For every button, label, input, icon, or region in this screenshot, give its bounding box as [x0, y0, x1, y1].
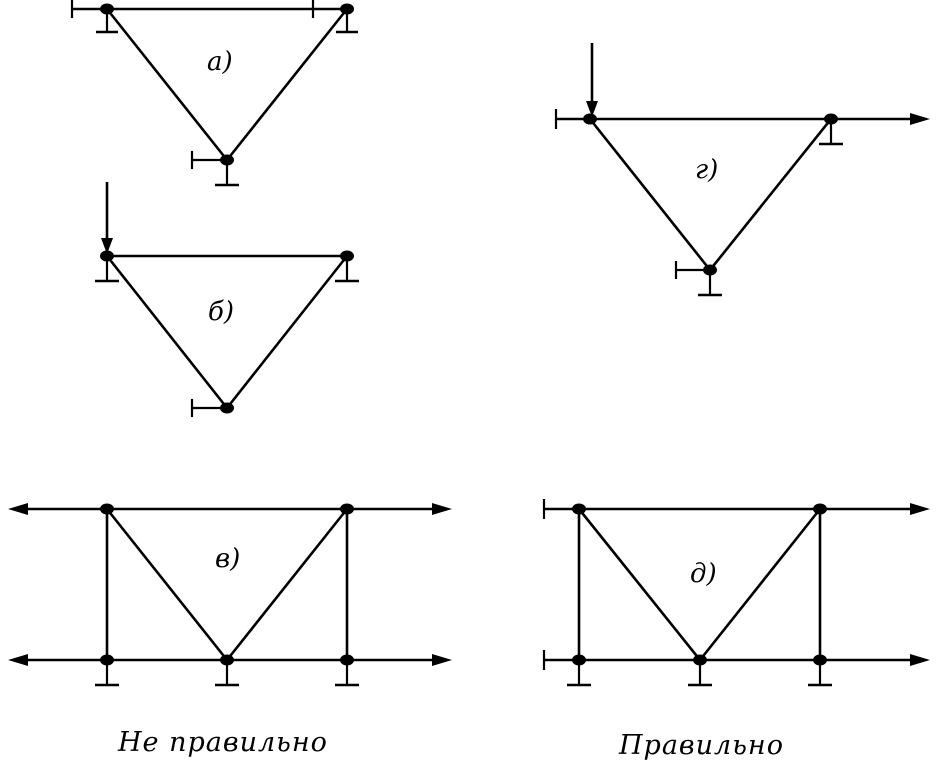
figure-d-node	[572, 503, 586, 515]
figure-v-node	[100, 654, 114, 666]
figure-a-left-diagonal	[105, 8, 229, 161]
figure-a: а)	[70, 0, 358, 187]
figure-v-left-arrowhead	[8, 654, 28, 666]
figure-a-node	[100, 3, 114, 15]
figure-d-node	[693, 654, 707, 666]
figure-v-node	[340, 503, 354, 515]
figure-b-left-diagonal	[105, 255, 229, 409]
figure-d-right-arrowhead	[910, 654, 930, 666]
figure-d-left-diagonal	[577, 508, 702, 661]
figure-g-node	[583, 113, 597, 125]
caption-right: Правильно	[618, 730, 784, 760]
figure-a-node	[220, 154, 234, 166]
figure-b-node	[220, 402, 234, 414]
figure-b-node	[100, 250, 114, 262]
figure-d-label: д)	[690, 559, 717, 589]
figure-d: д)	[542, 499, 930, 687]
figure-v-node	[340, 654, 354, 666]
figure-v-left-diagonal	[105, 508, 229, 661]
figure-g-support-bottom	[674, 261, 722, 297]
figure-a-support-bottom	[190, 151, 239, 187]
figure-d-right-diagonal	[698, 508, 822, 661]
figure-v-right-arrowhead	[432, 654, 452, 666]
figure-v-label: в)	[215, 544, 240, 574]
figure-g: г)	[554, 43, 930, 297]
figure-a-right-diagonal	[225, 8, 349, 161]
figure-a-node	[340, 3, 354, 15]
figure-g-node	[824, 113, 838, 125]
figure-g-right-diagonal	[708, 118, 833, 271]
figure-b: б)	[95, 182, 359, 417]
figure-a-label: а)	[207, 47, 233, 77]
figure-v: в)	[8, 503, 452, 687]
figure-g-node	[703, 264, 717, 276]
figure-g-load-arrow	[586, 43, 598, 117]
figure-v-left-arrowhead	[8, 503, 28, 515]
figure-v-right-arrowhead	[432, 503, 452, 515]
figure-b-load-arrow	[101, 182, 113, 254]
figure-v-node	[100, 503, 114, 515]
figure-b-node	[340, 250, 354, 262]
figure-b-label: б)	[208, 297, 234, 327]
figure-d-node	[572, 654, 586, 666]
figure-g-label: г)	[695, 155, 718, 185]
caption-wrong: Не правильно	[117, 727, 328, 758]
figure-b-right-diagonal	[225, 255, 349, 409]
figure-d-right-arrowhead	[910, 503, 930, 515]
figure-g-left-diagonal	[588, 118, 712, 271]
figure-v-node	[220, 654, 234, 666]
figure-v-right-diagonal	[225, 508, 349, 661]
figure-d-node	[813, 503, 827, 515]
figure-d-node	[813, 654, 827, 666]
figure-g-right-arrowhead	[910, 113, 930, 125]
